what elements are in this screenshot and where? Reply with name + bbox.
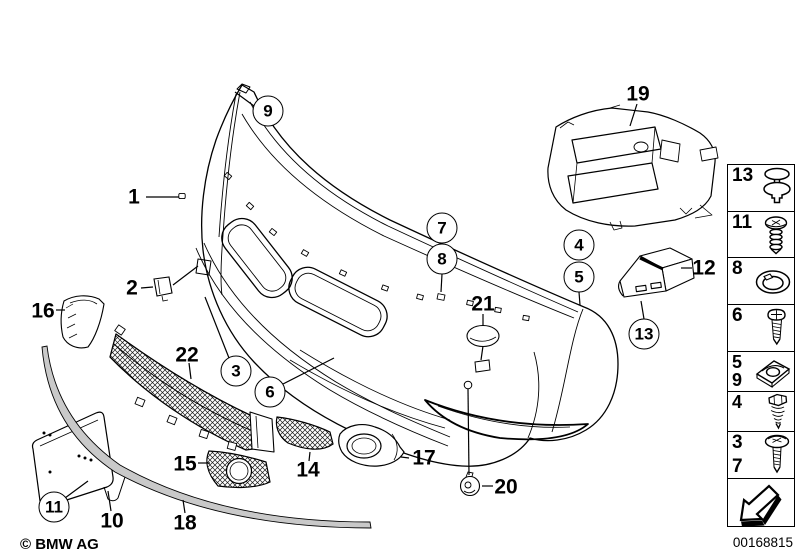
part-label-10[interactable]: 10	[100, 509, 124, 533]
legend-number: 13	[732, 165, 754, 186]
expanding-rivet-icon	[763, 167, 791, 204]
tapping-screw-icon	[764, 434, 790, 474]
legend-number: 3	[732, 432, 743, 453]
screw-part-20	[459, 471, 481, 497]
legend-number: 6	[732, 305, 743, 326]
part-label-19[interactable]: 19	[626, 82, 650, 106]
legend-item-8[interactable]: 8	[728, 257, 794, 304]
legend-number: 4	[732, 392, 743, 412]
part-label-12[interactable]: 12	[692, 256, 716, 280]
part-callout-7[interactable]: 7	[426, 212, 458, 244]
part-label-2[interactable]: 2	[126, 276, 138, 300]
legend-number: 11	[732, 212, 753, 233]
part-label-14[interactable]: 14	[296, 458, 320, 482]
part-callout-4[interactable]: 4	[563, 229, 595, 261]
legend-number: 9	[732, 370, 743, 391]
fastener-legend: 13 11	[727, 164, 795, 527]
pan-head-screw-icon	[767, 308, 786, 346]
copyright-notice: © BMW AG	[20, 536, 99, 553]
fog-bezel-part-17	[338, 424, 405, 467]
part-label-16[interactable]: 16	[31, 299, 55, 323]
part-callout-11[interactable]: 11	[38, 491, 70, 523]
part-label-21[interactable]: 21	[471, 292, 495, 316]
part-callout-13[interactable]: 13	[628, 318, 660, 350]
legend-item-4[interactable]: 4	[728, 391, 794, 431]
part-callout-3[interactable]: 3	[220, 355, 252, 387]
legend-number: 7	[732, 456, 743, 478]
center-grille-part-22	[109, 324, 275, 453]
part-label-18[interactable]: 18	[173, 511, 197, 535]
legend-number: 8	[732, 258, 743, 279]
fog-grille-part-15	[206, 450, 271, 489]
part-label-20[interactable]: 20	[494, 475, 518, 499]
legend-item-5-9[interactable]: 5 9	[728, 351, 794, 391]
document-number: 00168815	[732, 535, 793, 550]
part-callout-6[interactable]: 6	[254, 376, 286, 408]
part-label-17[interactable]: 17	[412, 446, 436, 470]
direction-arrow-icon	[739, 483, 782, 526]
part-label-1[interactable]: 1	[128, 185, 140, 209]
part-2-cover	[153, 276, 173, 302]
part-callout-9[interactable]: 9	[252, 95, 284, 127]
brake-air-duct-part	[547, 104, 719, 231]
side-grille-part-14	[275, 416, 334, 450]
upper-trim-strip-part	[218, 91, 241, 296]
part-label-22[interactable]: 22	[175, 343, 199, 367]
part-label-15[interactable]: 15	[173, 452, 197, 476]
leader-lines	[56, 91, 692, 514]
front-spoiler-part-18	[41, 345, 372, 529]
countersunk-screw-icon	[764, 215, 788, 254]
legend-item-3-7[interactable]: 3 7	[728, 431, 794, 478]
part-callout-5[interactable]: 5	[563, 261, 595, 293]
legend-number: 5	[732, 352, 743, 372]
part-callout-8[interactable]: 8	[426, 243, 458, 275]
legend-item-11[interactable]: 11	[728, 211, 794, 257]
mounting-bracket-part	[617, 247, 695, 298]
legend-direction-arrow	[728, 478, 794, 526]
legend-item-13[interactable]: 13	[728, 165, 794, 211]
hex-bolt-icon	[768, 393, 788, 429]
bumper-cover-part	[178, 83, 619, 467]
side-bracket-part-16	[60, 295, 105, 349]
legend-item-6[interactable]: 6	[728, 304, 794, 351]
cover-cap-part-21	[466, 324, 500, 373]
grommet-icon	[755, 270, 791, 294]
speed-nut-icon	[755, 359, 791, 388]
